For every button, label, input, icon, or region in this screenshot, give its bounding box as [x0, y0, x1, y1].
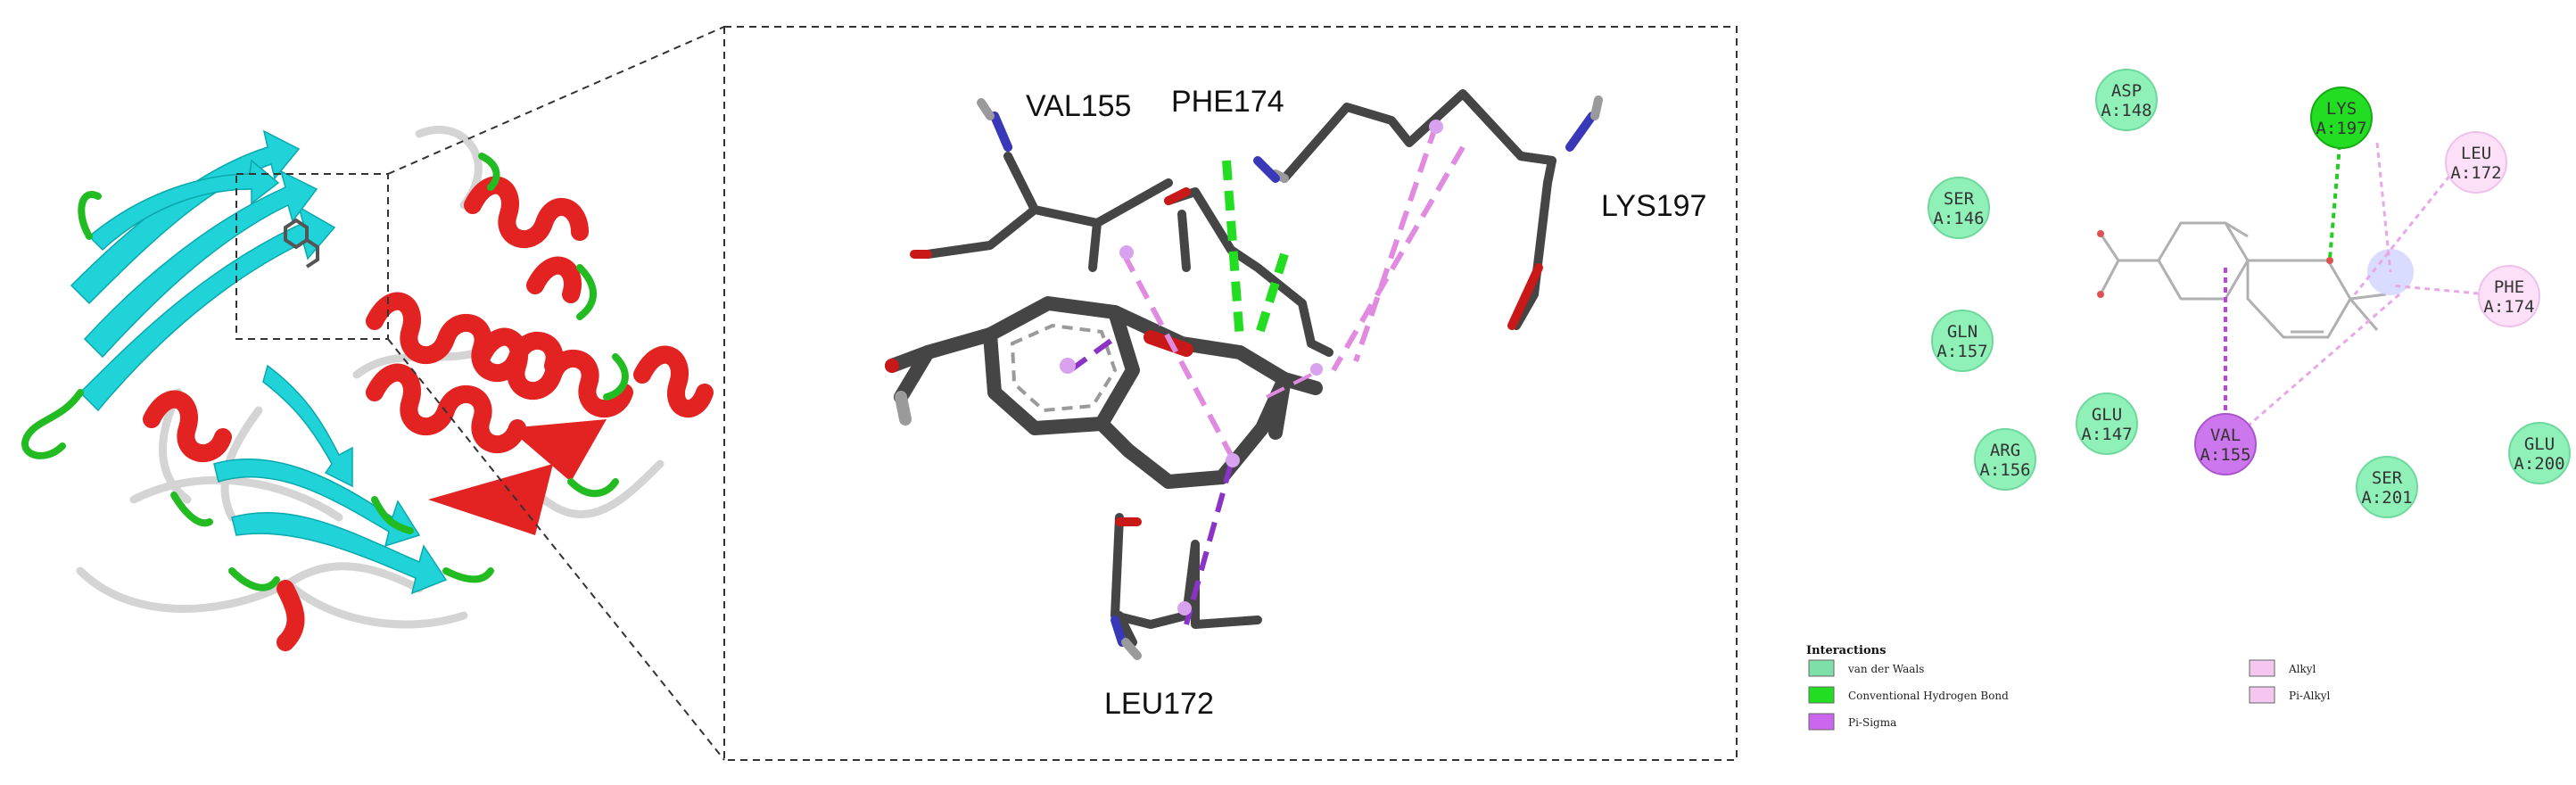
zoom-box: [235, 173, 389, 340]
residue-node-code: A:155: [2200, 445, 2250, 465]
residue-node-circle: [2095, 69, 2158, 131]
residue-node-circle: [2076, 392, 2138, 455]
residue-node-name: SER: [1944, 189, 1975, 209]
legend-swatch: [1808, 686, 1835, 704]
legend-item: Pi-Alkyl: [2249, 686, 2331, 704]
zoom-connectors: [387, 26, 725, 761]
residue-node-name: ARG: [1990, 441, 2020, 460]
residue-node-circle: [2194, 413, 2257, 475]
residue-node-circle: [2356, 456, 2418, 518]
legend-swatch: [2249, 686, 2275, 704]
residue-node-circle: [2478, 265, 2540, 327]
residue-node-name: SER: [2372, 468, 2403, 488]
residue-label-val155: VAL155: [1026, 89, 1131, 123]
residue-node-code: A:156: [1979, 460, 2030, 480]
legend-label: Pi-Alkyl: [2289, 690, 2331, 702]
residue-node-circle: [2508, 422, 2571, 484]
residue-node-circle: [1931, 310, 1994, 372]
residue-node-code: A:157: [1936, 342, 1987, 361]
residue-node-code: A:146: [1933, 209, 1984, 228]
binding-site-3d-panel: VAL155 PHE174 LYS197 LEU172: [723, 26, 1738, 761]
residue-node-circle: [2445, 131, 2507, 194]
legend-swatch: [2249, 659, 2275, 677]
ligand-2d: [2099, 221, 2387, 339]
legend-title: Interactions: [1806, 644, 1886, 657]
residue-label-phe174: PHE174: [1171, 85, 1284, 119]
residue-node-code: A:147: [2081, 425, 2132, 444]
residue-node-name: ASP: [2111, 81, 2142, 101]
alpha-helices: [143, 176, 714, 651]
residue-node-name: GLU: [2092, 405, 2122, 425]
interaction-lines-3d: [1069, 124, 1466, 625]
residue-node-code: A:201: [2361, 488, 2412, 508]
residue-sticks: [923, 89, 1556, 647]
residue-node-code: A:174: [2483, 297, 2534, 317]
residue-node-name: GLN: [1947, 322, 1977, 342]
interaction-centroids: [1060, 120, 1443, 616]
residue-node-circle: [1974, 428, 2036, 491]
residue-node-code: A:148: [2101, 101, 2151, 120]
legend-swatch: [1808, 713, 1835, 731]
legend-swatch: [1808, 659, 1835, 677]
helix-arrow: [508, 419, 607, 482]
residue-node-name: PHE: [2494, 277, 2524, 297]
residue-node-circle: [2310, 87, 2373, 149]
heteroatoms: [910, 95, 1603, 660]
residue-node-name: GLU: [2524, 434, 2555, 454]
residue-label-lys197: LYS197: [1601, 189, 1706, 223]
legend-item: Alkyl: [2249, 659, 2316, 677]
residue-node-circle: [1928, 177, 1990, 239]
turns: [21, 153, 629, 591]
ligand-3d: [885, 296, 1323, 489]
legend-label: Conventional Hydrogen Bond: [1848, 690, 2009, 702]
residue-node-name: LYS: [2326, 99, 2357, 119]
residue-node-name: LEU: [2461, 144, 2491, 163]
residue-node-name: VAL: [2210, 426, 2241, 445]
ligand-2d-oxygens: [2097, 230, 2333, 298]
protein-cartoon-panel: [21, 126, 714, 651]
legend-item: Conventional Hydrogen Bond: [1808, 686, 2009, 704]
helix-arrow: [428, 464, 553, 535]
ligand-miniature: [284, 218, 319, 269]
legend-label: Pi-Sigma: [1848, 716, 1896, 729]
legend-label: van der Waals: [1847, 663, 1924, 675]
legend-item: van der Waals: [1808, 659, 1924, 677]
legend-item: Pi-Sigma: [1808, 713, 1896, 731]
residue-node-code: A:172: [2450, 163, 2501, 183]
residue-node-code: A:200: [2514, 454, 2564, 474]
ligand-ring-dashes: [1010, 323, 1118, 413]
residue-node-code: A:197: [2316, 119, 2366, 138]
residue-label-leu172: LEU172: [1104, 687, 1214, 721]
binding-site-frame: [723, 26, 1738, 761]
legend-label: Alkyl: [2288, 663, 2316, 675]
